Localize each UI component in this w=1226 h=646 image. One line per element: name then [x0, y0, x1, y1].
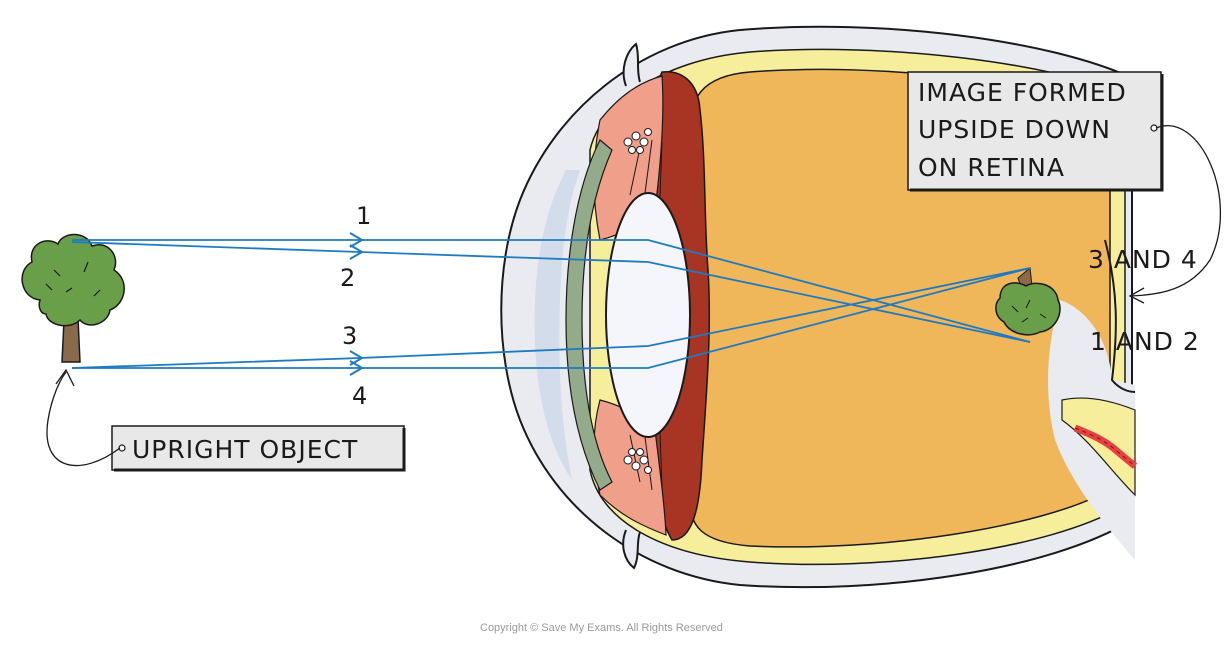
ray-number-1: 1	[356, 202, 371, 230]
copyright-text: Copyright © Save My Exams. All Rights Re…	[480, 622, 723, 634]
upright-tree	[21, 233, 125, 363]
upper-eyelid	[622, 42, 641, 87]
cornea	[565, 139, 613, 491]
image-label-line3: ON RETINA	[918, 153, 1065, 182]
upright-label-pointer	[46, 371, 121, 467]
suspensory-ligaments	[629, 139, 663, 491]
ciliary-muscles	[623, 128, 652, 474]
label-1-and-2: 1 AND 2	[1090, 327, 1200, 356]
ray-4	[72, 267, 1031, 369]
light-rays	[71, 239, 1031, 369]
image-label-pointer-head	[1128, 287, 1145, 304]
inverted-image-on-retina	[995, 267, 1061, 336]
ray-3	[71, 267, 1031, 369]
ray-number-4: 4	[352, 382, 367, 410]
upright-label-pointer-head	[55, 368, 75, 387]
ray-1	[72, 239, 1031, 343]
ray-number-2: 2	[340, 264, 355, 292]
lower-eyelid	[622, 529, 641, 570]
blood-vessel-outline	[1074, 427, 1136, 467]
label-3-and-4: 3 AND 4	[1088, 245, 1198, 274]
aqueous-humour	[534, 170, 580, 480]
ray-2	[71, 241, 1031, 343]
image-label-pointer	[1129, 125, 1221, 297]
ray-number-3: 3	[342, 322, 357, 350]
optic-nerve-yellow	[1061, 397, 1136, 497]
ray-arrowheads	[349, 232, 364, 376]
upright-label-box	[111, 425, 405, 471]
image-label-line2: UPSIDE DOWN	[918, 115, 1111, 144]
lens	[605, 192, 691, 438]
eye-right-boundary	[1104, 239, 1136, 393]
image-label-box-shadow	[910, 74, 1164, 192]
upright-label-text: UPRIGHT OBJECT	[132, 435, 358, 464]
image-label-line1: IMAGE FORMED	[918, 78, 1127, 107]
upright-label-box-shadow	[114, 428, 406, 472]
